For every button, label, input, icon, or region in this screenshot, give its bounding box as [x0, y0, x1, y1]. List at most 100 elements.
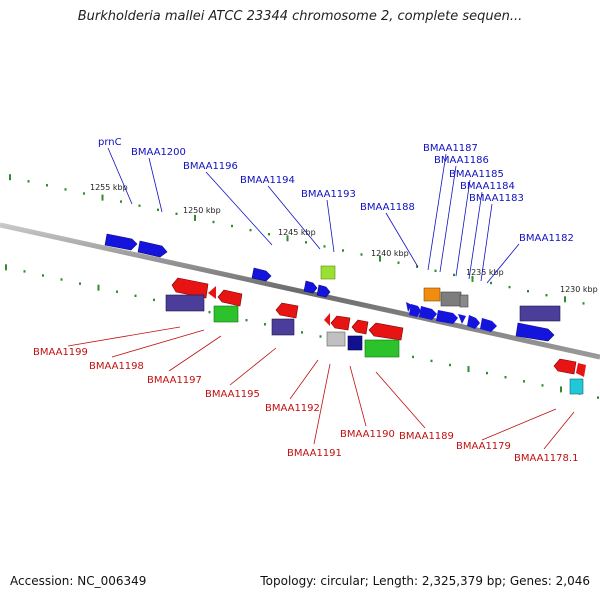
gene-arrow[interactable]	[458, 314, 466, 324]
minor-tick	[301, 331, 303, 334]
gene-label[interactable]: BMAA1195	[205, 389, 260, 400]
major-tick	[5, 264, 7, 271]
top-leader-lines	[107, 147, 520, 284]
minor-tick	[434, 269, 437, 272]
minor-tick	[545, 294, 548, 297]
minor-tick	[79, 282, 81, 285]
gene-label[interactable]: BMAA1185	[449, 169, 504, 180]
gene-label[interactable]: BMAA1187	[423, 143, 478, 154]
top-gene-labels: prnC BMAA1200 BMAA1196 BMAA1194 BMAA1193…	[98, 137, 574, 244]
gene-arrow[interactable]	[330, 315, 351, 331]
gene-block[interactable]	[519, 305, 561, 322]
gene-arrow[interactable]	[275, 302, 299, 319]
gene-label[interactable]: BMAA1190	[340, 429, 395, 440]
gene-arrow[interactable]	[406, 302, 412, 312]
gene-label[interactable]: BMAA1182	[519, 233, 574, 244]
gene-block[interactable]	[440, 291, 462, 307]
gene-arrow[interactable]	[208, 286, 216, 299]
minor-tick	[64, 188, 67, 191]
gene-block[interactable]	[423, 287, 441, 302]
gene-label[interactable]: BMAA1183	[469, 193, 524, 204]
scale-label: 1250 kbp	[183, 206, 221, 215]
minor-tick	[319, 335, 322, 338]
gene-label[interactable]: BMAA1193	[301, 189, 356, 200]
minor-tick	[83, 192, 85, 195]
gene-label[interactable]: BMAA1199	[33, 347, 88, 358]
gene-arrow[interactable]	[553, 358, 577, 375]
gene-block[interactable]	[213, 305, 239, 323]
gene-block[interactable]	[569, 378, 584, 395]
gene-arrow[interactable]	[104, 233, 138, 251]
gene-block[interactable]	[347, 335, 363, 351]
gene-label[interactable]: BMAA1191	[287, 448, 342, 459]
minor-tick	[212, 220, 215, 224]
minor-tick	[541, 384, 544, 387]
gene-arrow[interactable]	[324, 313, 330, 326]
minor-tick	[175, 212, 178, 215]
minor-tick	[245, 319, 248, 322]
minor-tick	[231, 224, 233, 228]
minor-tick	[116, 290, 118, 293]
minor-tick	[430, 359, 433, 363]
gene-arrow[interactable]	[576, 363, 586, 377]
gene-block[interactable]	[271, 318, 295, 336]
gene-label[interactable]: BMAA1198	[89, 361, 144, 372]
minor-tick	[416, 265, 418, 268]
gene-label[interactable]: BMAA1189	[399, 431, 454, 442]
gene-label[interactable]: BMAA1197	[147, 375, 202, 386]
gene-arrow[interactable]	[217, 289, 243, 307]
gene-arrow[interactable]	[251, 267, 272, 282]
minor-tick	[323, 245, 326, 248]
minor-tick	[412, 355, 414, 359]
gene-arrow[interactable]	[480, 318, 497, 332]
gene-label[interactable]: BMAA1184	[460, 181, 515, 192]
gene-block[interactable]	[459, 294, 469, 308]
gene-label[interactable]: BMAA1192	[265, 403, 320, 414]
gene-arrow[interactable]	[351, 319, 369, 335]
gene-arrow[interactable]	[137, 240, 168, 258]
minor-tick	[523, 380, 525, 383]
gene-label[interactable]: BMAA1178.1	[514, 453, 578, 464]
gene-arrow[interactable]	[515, 322, 555, 342]
minor-tick	[138, 204, 141, 207]
minor-tick	[120, 200, 122, 203]
gene-block[interactable]	[326, 331, 346, 347]
gene-arrow[interactable]	[409, 304, 421, 317]
bottom-gene-labels: BMAA1199 BMAA1198 BMAA1197 BMAA1195 BMAA…	[33, 347, 578, 464]
major-tick	[564, 296, 566, 303]
gene-label[interactable]: BMAA1188	[360, 202, 415, 213]
minor-tick	[504, 376, 507, 379]
minor-tick	[449, 363, 451, 367]
gene-label[interactable]: BMAA1194	[240, 175, 295, 186]
gene-arrow[interactable]	[467, 315, 480, 329]
gene-arrow[interactable]	[419, 306, 437, 320]
minor-tick	[46, 184, 48, 187]
gene-block[interactable]	[364, 339, 400, 358]
minor-tick	[527, 290, 529, 293]
gene-arrow[interactable]	[368, 322, 404, 341]
major-tick	[97, 284, 100, 291]
major-tick	[101, 194, 104, 201]
scale-label: 1235 kbp	[466, 268, 504, 277]
gene-label[interactable]: BMAA1179	[456, 441, 511, 452]
gene-arrow[interactable]	[436, 310, 458, 324]
gene-label[interactable]: BMAA1186	[434, 155, 489, 166]
scale-label: 1255 kbp	[90, 183, 128, 192]
scale-label: 1245 kbp	[278, 228, 316, 237]
minor-tick	[157, 208, 159, 211]
major-tick	[286, 235, 289, 242]
gene-label[interactable]: BMAA1200	[131, 147, 186, 158]
minor-tick	[486, 371, 488, 375]
minor-tick	[264, 323, 266, 326]
minor-tick	[23, 270, 26, 273]
minor-tick	[42, 274, 44, 277]
gene-label[interactable]: BMAA1196	[183, 161, 238, 172]
gene-block[interactable]	[165, 294, 205, 312]
reverse-strand-genes	[165, 277, 586, 395]
minor-tick	[582, 302, 585, 305]
gene-arrow[interactable]	[303, 280, 318, 294]
scale-label: 1230 kbp	[560, 285, 598, 294]
gene-block[interactable]	[320, 265, 336, 280]
gene-label[interactable]: prnC	[98, 137, 122, 148]
gene-arrow[interactable]	[316, 284, 331, 298]
